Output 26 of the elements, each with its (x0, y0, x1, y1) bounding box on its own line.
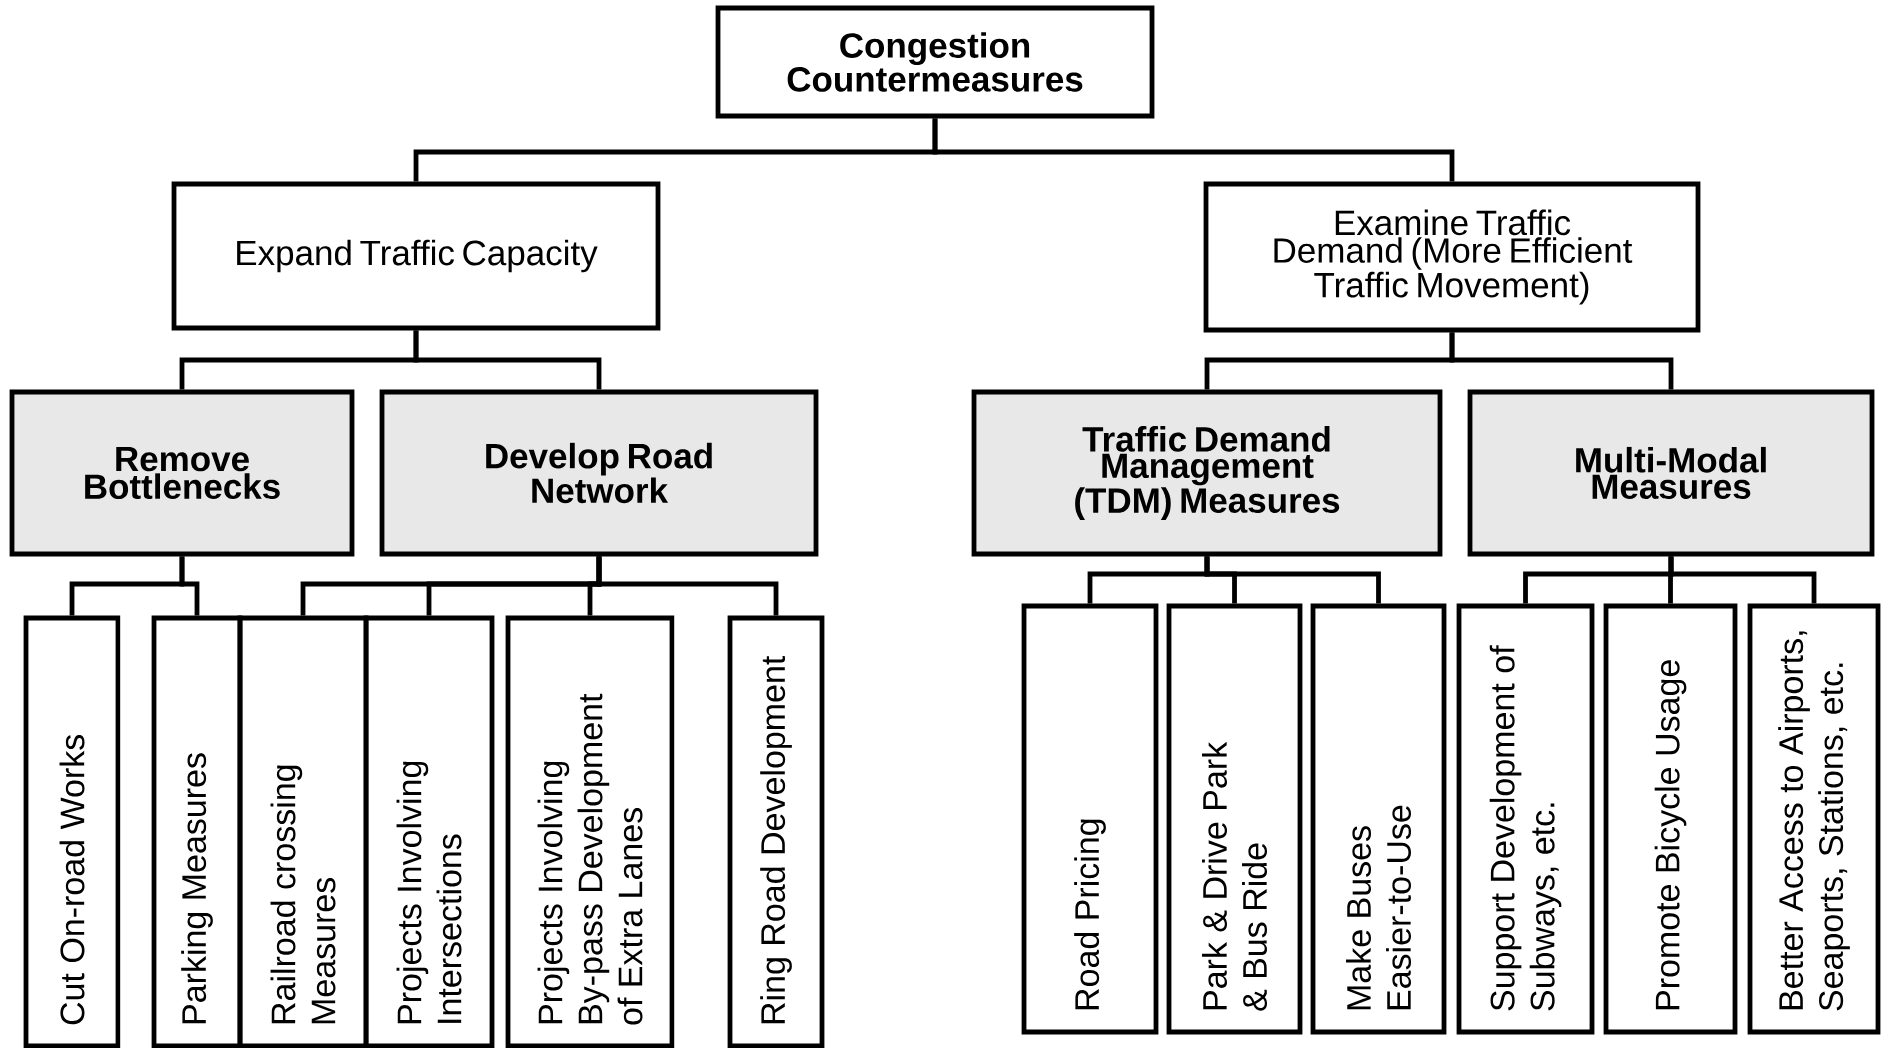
measure-box: Promote Bicycle Usage (1603, 603, 1738, 1035)
connector-line (596, 556, 779, 616)
category-box: Examine Traffic Demand (More Efficient Traffic Movement) (1203, 181, 1701, 333)
measure-box: Better Access to Airports, Seaports, Stations, etc. (1747, 603, 1881, 1035)
measure-box: Road Pricing (1021, 603, 1159, 1035)
measure-box: Parking Measures (151, 615, 243, 1048)
measure-box: Projects Involving Intersections (363, 615, 495, 1048)
measure-box: Projects Involving By-pass Development of Extra Lanes (505, 615, 675, 1048)
measure-group-box: Develop Road Network (379, 389, 819, 557)
category-box: Expand Traffic Capacity (171, 181, 661, 331)
measure-box: Make Buses Easier-to-Use (1310, 603, 1447, 1035)
connector-line (179, 556, 200, 616)
connector-line (1449, 332, 1674, 390)
measure-box: Support Development of Subways, etc. (1456, 603, 1595, 1035)
measure-group-box: Multi-Modal Measures (1467, 389, 1875, 557)
measure-box: Cut On-road Works (23, 615, 121, 1048)
measure-box: Park & Drive Park & Bus Ride (1166, 603, 1303, 1035)
measure-box: Railroad crossing Measures (237, 615, 369, 1048)
root-box: Congestion Countermeasures (715, 5, 1155, 119)
measure-box: Ring Road Development (727, 615, 825, 1048)
connector-line (413, 330, 602, 390)
connector-line (932, 118, 1455, 182)
connector-line (1204, 556, 1381, 604)
connector-line (1668, 556, 1817, 604)
measure-group-box: Remove Bottlenecks (9, 389, 355, 557)
measure-group-box: Traffic Demand Management (TDM) Measures (971, 389, 1443, 557)
